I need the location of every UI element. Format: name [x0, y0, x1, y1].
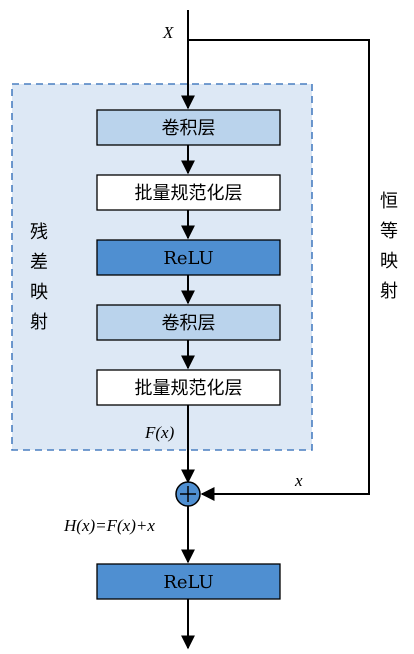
- block-batchnorm-2: 批量规范化层: [96, 369, 281, 406]
- block-conv-2: 卷积层: [96, 304, 281, 341]
- identity-mapping-title: 恒 等 映 射: [380, 191, 398, 302]
- title-char: 映: [30, 282, 48, 303]
- block-relu-output: ReLU: [96, 563, 281, 600]
- title-char: 射: [30, 312, 48, 333]
- addition-node: [175, 481, 201, 507]
- input-label: X: [162, 23, 174, 42]
- residual-mapping-title: 残 差 映 射: [30, 222, 48, 333]
- block-label: 卷积层: [162, 118, 216, 139]
- block-label: ReLU: [163, 248, 213, 269]
- title-char: 残: [30, 222, 48, 243]
- block-label: 卷积层: [162, 313, 216, 334]
- sum-label: H(x)=F(x)+x: [63, 516, 155, 535]
- skip-x-label: x: [294, 471, 303, 490]
- title-char: 恒: [380, 191, 398, 212]
- block-conv-1: 卷积层: [96, 109, 281, 146]
- title-char: 射: [380, 281, 398, 302]
- block-batchnorm-1: 批量规范化层: [96, 174, 281, 211]
- fx-label: F(x): [144, 423, 175, 442]
- title-char: 等: [380, 221, 398, 242]
- title-char: 映: [380, 251, 398, 272]
- identity-skip-line: [188, 39, 370, 495]
- block-label: 批量规范化层: [135, 183, 243, 204]
- block-label: ReLU: [163, 572, 213, 593]
- block-label: 批量规范化层: [135, 378, 243, 399]
- block-relu-1: ReLU: [96, 239, 281, 276]
- title-char: 差: [30, 252, 48, 273]
